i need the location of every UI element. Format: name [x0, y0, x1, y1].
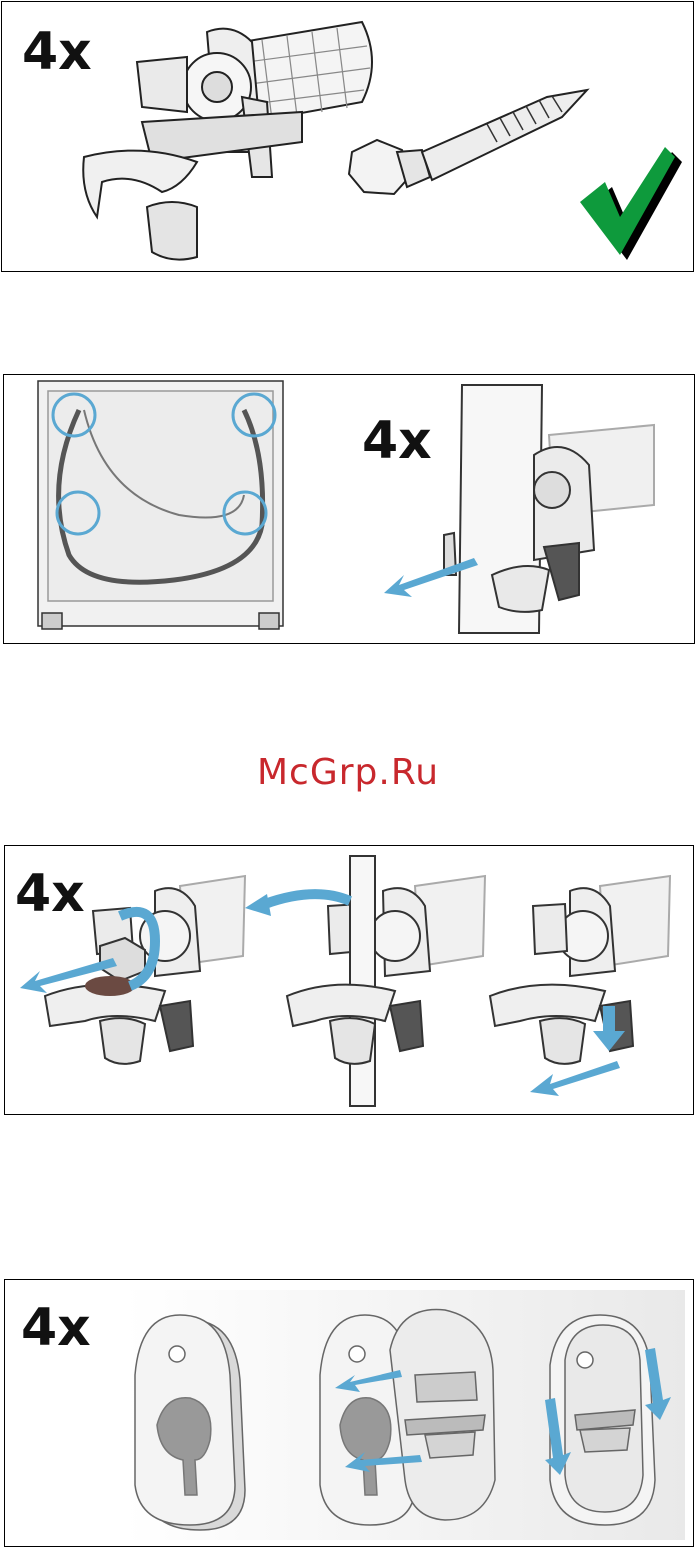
panel-unscrew-and-remove: 4x: [4, 845, 694, 1115]
arrowhead: [245, 894, 271, 916]
removal-steps-illustration: [5, 846, 694, 1115]
washing-machine-back: [38, 381, 283, 629]
pull-away-arrow-icon: [265, 894, 350, 904]
cover-caps-illustration: [5, 1280, 694, 1547]
step-detach-bracket: [490, 876, 670, 1064]
panel-insert-covers: 4x: [4, 1279, 694, 1547]
quantity-label: 4x: [21, 1302, 91, 1354]
cover-fitted: [550, 1315, 655, 1525]
quantity-label: 4x: [15, 868, 85, 920]
checkmark-icon: [580, 147, 682, 260]
bracket-illustration: [83, 22, 372, 260]
panel-transport-bracket-parts: 4x: [1, 1, 694, 272]
slide-out-arrow-icon: [530, 1061, 620, 1096]
hole-plate: [135, 1315, 245, 1530]
hose-clip-illustration: [444, 385, 654, 633]
bracket-and-screw-illustration: [2, 2, 694, 272]
screw-illustration: [349, 90, 587, 194]
machine-rear-illustration: [4, 375, 695, 644]
watermark: McGrp.Ru: [0, 752, 696, 793]
quantity-label: 4x: [22, 26, 92, 78]
quantity-label: 4x: [362, 415, 432, 467]
cover-insertion: [320, 1310, 495, 1526]
panel-remove-hose-clips: 4x: [3, 374, 695, 644]
